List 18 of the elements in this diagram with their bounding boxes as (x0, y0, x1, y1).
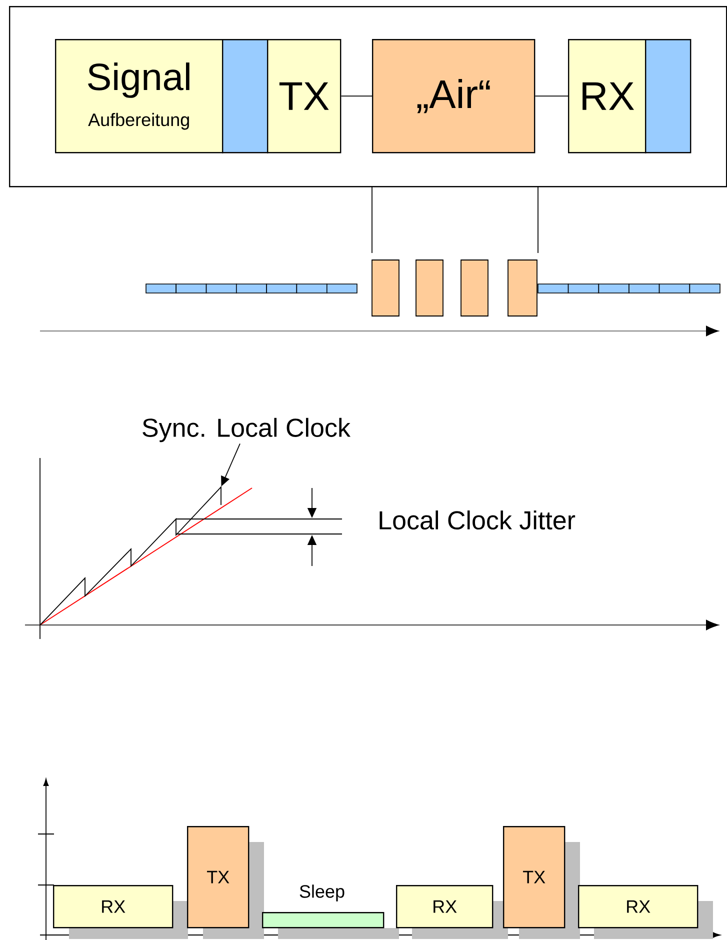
sawtooth-curve (40, 486, 222, 626)
tx-bar: TX (187, 826, 264, 939)
connector-line (534, 96, 568, 97)
buffer-bar (645, 39, 692, 154)
connector-line (340, 96, 372, 97)
buffer-bar (222, 39, 268, 154)
signal-block: Signal Aufbereitung (55, 39, 224, 154)
rx-bar: RX (53, 885, 188, 939)
sleep-bar: Sleep (262, 884, 399, 939)
air-block: „Air“ (372, 39, 536, 154)
tx-bar: TX (503, 826, 580, 939)
tx-block: TX (267, 39, 342, 154)
callout-text: Sync. Local Clock (142, 418, 351, 442)
rx-block: RX (568, 39, 646, 154)
rx-bar: RX (578, 885, 713, 939)
callout-text: Local Clock Jitter (380, 510, 576, 530)
rx-bar: RX (396, 885, 508, 939)
node-label: Sleep (300, 884, 344, 902)
